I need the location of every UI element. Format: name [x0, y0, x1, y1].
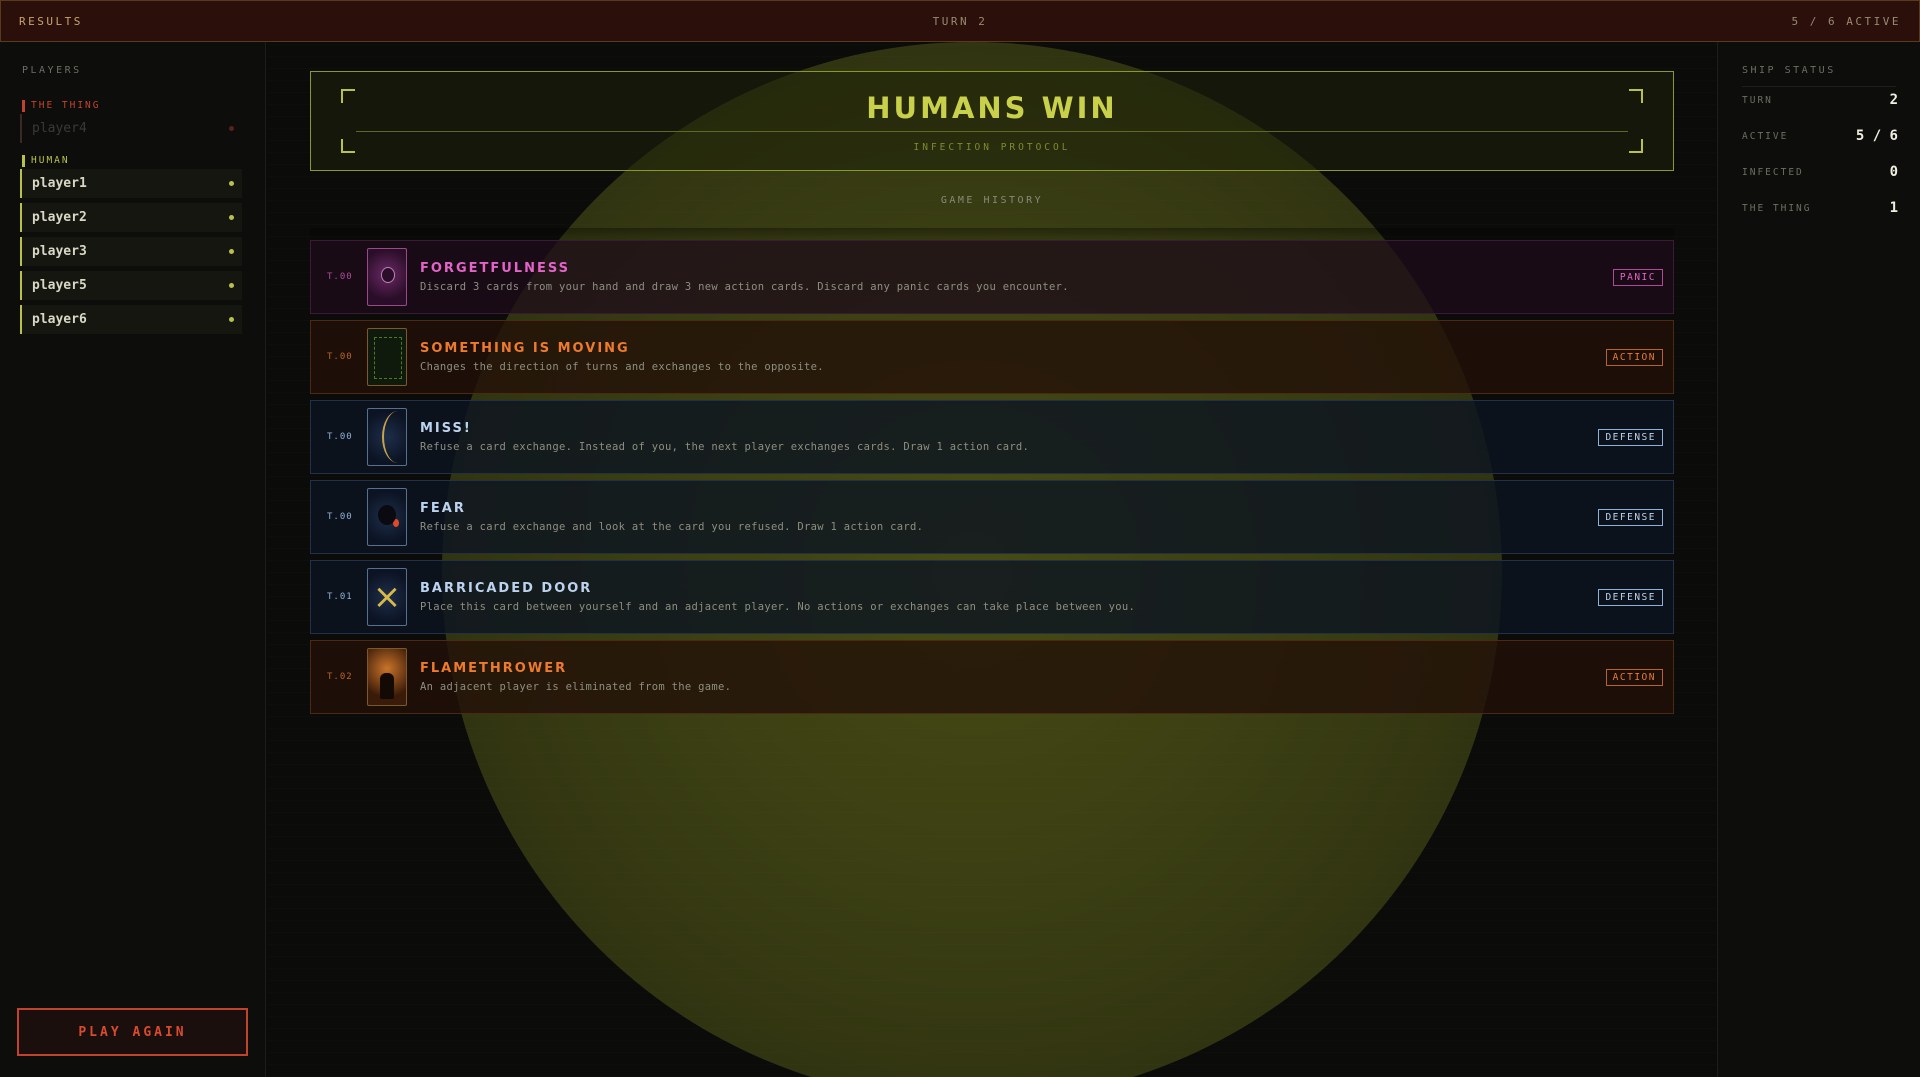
status-dot-icon	[229, 215, 234, 220]
history-card-row[interactable]: T.00 MISS! Refuse a card exchange. Instead…	[310, 400, 1674, 474]
card-description: Changes the direction of turns and excha…	[420, 361, 824, 373]
history-card-row[interactable]: T.00 FORGETFULNESS Discard 3 cards from yo…	[310, 240, 1674, 314]
history-card-row[interactable]: T.01 BARRICADED DOOR Place this card betwe…	[310, 560, 1674, 634]
card-type-badge: DEFENSE	[1598, 588, 1663, 606]
card-name: FEAR	[420, 501, 466, 516]
player-name: player1	[32, 176, 87, 191]
turn-label: T.02	[327, 672, 353, 682]
active-count: 5 / 6 ACTIVE	[1791, 14, 1901, 28]
player-name: player5	[32, 278, 87, 293]
stat-turn: TURN 2	[1742, 92, 1898, 108]
background-glow	[442, 42, 1502, 1077]
player-row-thing[interactable]: player4	[20, 114, 242, 143]
card-type-badge: PANIC	[1612, 268, 1663, 286]
stat-active: ACTIVE 5 / 6	[1742, 128, 1898, 144]
top-bar: RESULTS TURN 2 5 / 6 ACTIVE	[0, 0, 1920, 42]
stat-label: THE THING	[1742, 202, 1812, 214]
corner-bracket-icon	[341, 89, 355, 103]
turn-label: T.00	[327, 512, 353, 522]
history-card-row[interactable]: T.02 FLAMETHROWER An adjacent player is el…	[310, 640, 1674, 714]
stat-value: 2	[1889, 92, 1898, 108]
winner-title: HUMANS WIN	[866, 91, 1118, 125]
card-text: BARRICADED DOOR Place this card between y…	[420, 581, 1598, 613]
turn-indicator: TURN 2	[932, 14, 988, 28]
card-description: Place this card between yourself and an …	[420, 601, 1136, 613]
player-name: player2	[32, 210, 87, 225]
stat-infected: INFECTED 0	[1742, 164, 1898, 180]
card-text: FEAR Refuse a card exchange and look at t…	[420, 501, 1598, 533]
banner-divider	[356, 131, 1628, 132]
card-description: Refuse a card exchange and look at the c…	[420, 521, 924, 533]
card-name: FLAMETHROWER	[420, 661, 568, 676]
status-dot-icon	[229, 283, 234, 288]
history-card-row[interactable]: T.00 FEAR Refuse a card exchange and look …	[310, 480, 1674, 554]
player-row-human[interactable]: player2	[20, 203, 242, 232]
corner-bracket-icon	[1629, 89, 1643, 103]
status-dot-icon	[229, 126, 234, 131]
ship-status-panel: SHIP STATUS TURN 2 ACTIVE 5 / 6 INFECTED…	[1717, 42, 1920, 1077]
card-text: MISS! Refuse a card exchange. Instead of …	[420, 421, 1598, 453]
card-thumbnail-icon	[367, 568, 407, 626]
stat-value: 5 / 6	[1855, 128, 1898, 144]
turn-label: T.01	[327, 592, 353, 602]
status-dot-icon	[229, 317, 234, 322]
ship-status-title: SHIP STATUS	[1742, 65, 1896, 87]
card-description: An adjacent player is eliminated from th…	[420, 681, 732, 693]
card-type-badge: DEFENSE	[1598, 508, 1663, 526]
card-type-badge: ACTION	[1605, 348, 1663, 366]
card-text: FORGETFULNESS Discard 3 cards from your h…	[420, 261, 1613, 293]
corner-bracket-icon	[1629, 139, 1643, 153]
stat-value: 1	[1889, 200, 1898, 216]
turn-label: T.00	[327, 352, 353, 362]
play-again-button[interactable]: PLAY AGAIN	[17, 1008, 248, 1056]
card-type-badge: DEFENSE	[1598, 428, 1663, 446]
winner-subtitle: INFECTION PROTOCOL	[913, 142, 1071, 153]
players-title: PLAYERS	[22, 65, 82, 76]
game-history-title: GAME HISTORY	[940, 195, 1044, 206]
stat-label: INFECTED	[1742, 166, 1804, 178]
results-label: RESULTS	[19, 14, 83, 28]
the-thing-group-label: THE THING	[22, 100, 100, 112]
history-card-row[interactable]: T.00 SOMETHING IS MOVING Changes the direc…	[310, 320, 1674, 394]
winner-banner: HUMANS WIN INFECTION PROTOCOL	[310, 71, 1674, 171]
card-name: MISS!	[420, 421, 472, 436]
player-name: player6	[32, 312, 87, 327]
stat-value: 0	[1889, 164, 1898, 180]
stat-the-thing: THE THING 1	[1742, 200, 1898, 216]
card-description: Discard 3 cards from your hand and draw …	[420, 281, 1069, 293]
card-thumbnail-icon	[367, 248, 407, 306]
stat-label: TURN	[1742, 94, 1773, 106]
card-name: FORGETFULNESS	[420, 261, 570, 276]
card-name: BARRICADED DOOR	[420, 581, 593, 596]
card-thumbnail-icon	[367, 328, 407, 386]
card-type-badge: ACTION	[1605, 668, 1663, 686]
status-dot-icon	[229, 181, 234, 186]
status-dot-icon	[229, 249, 234, 254]
card-text: FLAMETHROWER An adjacent player is elimin…	[420, 661, 1606, 693]
turn-label: T.00	[327, 432, 353, 442]
card-thumbnail-icon	[367, 488, 407, 546]
human-group-label: HUMAN	[22, 155, 70, 167]
card-text: SOMETHING IS MOVING Changes the direction…	[420, 341, 1606, 373]
players-sidebar: PLAYERS THE THING player4 HUMAN player1 …	[0, 42, 266, 1077]
corner-bracket-icon	[341, 139, 355, 153]
player-row-human[interactable]: player6	[20, 305, 242, 334]
turn-label: T.00	[327, 272, 353, 282]
player-row-human[interactable]: player1	[20, 169, 242, 198]
card-thumbnail-icon	[367, 648, 407, 706]
card-description: Refuse a card exchange. Instead of you, …	[420, 441, 1030, 453]
player-row-human[interactable]: player5	[20, 271, 242, 300]
results-main: HUMANS WIN INFECTION PROTOCOL GAME HISTO…	[267, 42, 1717, 1077]
card-thumbnail-icon	[367, 408, 407, 466]
player-row-human[interactable]: player3	[20, 237, 242, 266]
stat-label: ACTIVE	[1742, 130, 1789, 142]
player-name: player3	[32, 244, 87, 259]
player-name: player4	[32, 121, 87, 136]
card-name: SOMETHING IS MOVING	[420, 341, 630, 356]
